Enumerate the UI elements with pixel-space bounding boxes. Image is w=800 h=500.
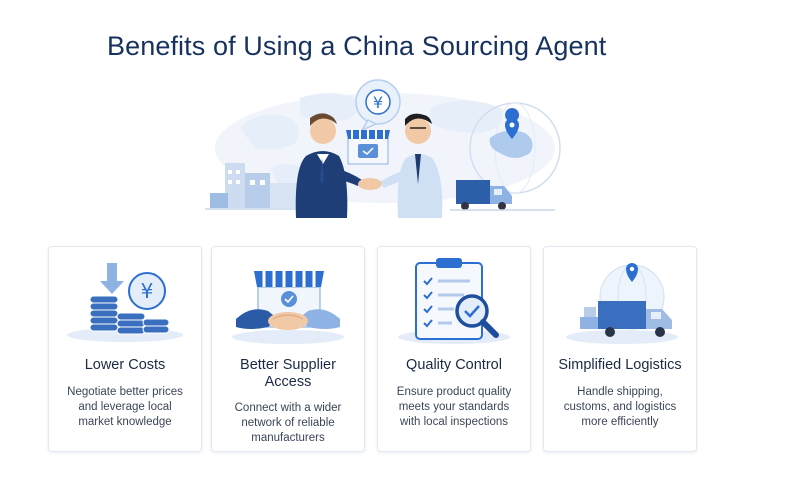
svg-text:¥: ¥: [141, 279, 154, 303]
benefit-card-supplier-access: Better Supplier Access Connect with a wi…: [211, 246, 365, 452]
benefit-description: Connect with a wider network of reliable…: [234, 402, 342, 444]
benefit-description: Handle shipping, customs, and logistics …: [563, 386, 677, 428]
benefit-description: Ensure product quality meets your standa…: [396, 386, 512, 428]
benefit-cards: ¥ Lower Costs Negotiate better prices an…: [48, 246, 700, 452]
factory-buildings-icon: [205, 163, 340, 210]
coins-yen-icon: ¥: [67, 263, 183, 342]
svg-text:¥: ¥: [373, 93, 383, 112]
hero-illustration: ¥: [205, 79, 561, 218]
page-title: Benefits of Using a China Sourcing Agent: [107, 31, 607, 61]
delivery-truck-icon: [566, 263, 678, 344]
handshake-icon: [358, 178, 382, 190]
storefront-handshake-icon: [232, 271, 344, 344]
benefit-card-quality-control: Quality Control Ensure product quality m…: [377, 246, 531, 452]
storefront-icon: [346, 130, 390, 165]
yen-speech-bubble-icon: ¥: [355, 79, 401, 132]
benefit-title: Better Supplier Access: [240, 357, 336, 390]
benefit-title: Quality Control: [406, 357, 502, 373]
benefit-description: Negotiate better prices and leverage loc…: [67, 386, 183, 428]
benefit-title: Lower Costs: [84, 357, 166, 373]
benefit-card-simplified-logistics: Simplified Logistics Handle shipping, cu…: [543, 246, 697, 452]
delivery-truck-icon: [450, 180, 555, 211]
clipboard-magnifier-icon: [398, 258, 510, 344]
benefit-title: Simplified Logistics: [558, 357, 682, 373]
benefit-card-lower-costs: ¥ Lower Costs Negotiate better prices an…: [48, 246, 202, 452]
businessman-left-icon: [295, 113, 362, 218]
location-pin-icon: [505, 108, 520, 139]
globe-icon: [469, 102, 561, 194]
businessman-right-icon: [380, 113, 443, 218]
